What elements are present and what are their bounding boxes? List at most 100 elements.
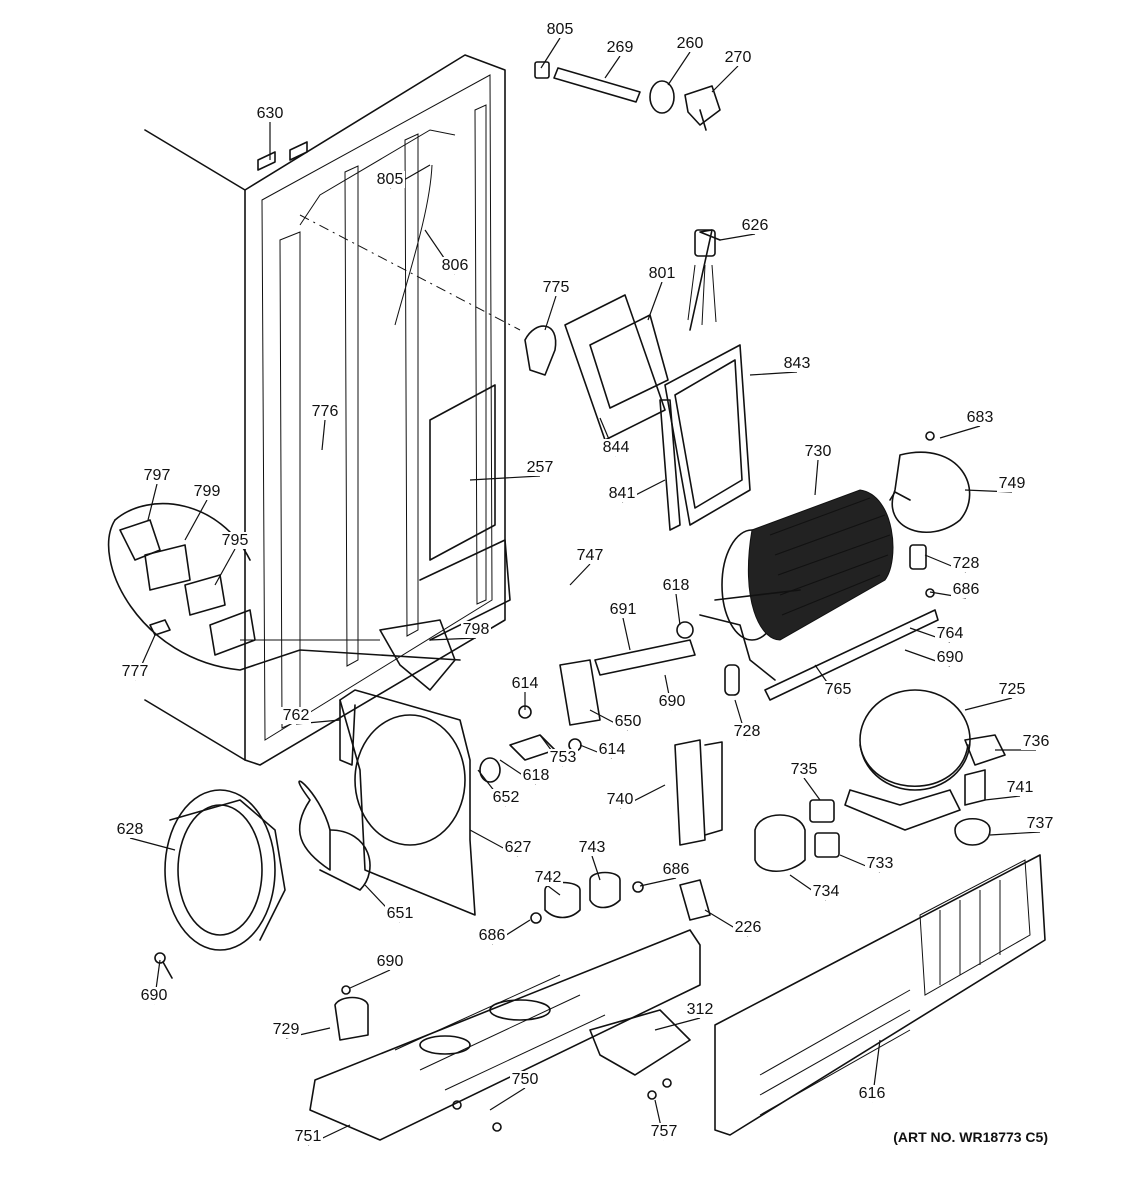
callout-801: 801 <box>647 265 677 321</box>
label-background <box>661 861 691 878</box>
leader-line <box>489 1087 526 1111</box>
label-background <box>503 839 533 856</box>
leader-line <box>214 548 236 586</box>
callout-742: 742 <box>533 869 563 896</box>
callout-730: 730 <box>803 443 833 496</box>
part-number-label: 736 <box>1023 733 1050 750</box>
callout-651: 651 <box>364 884 415 923</box>
label-background <box>385 905 415 922</box>
callout-733: 733 <box>839 854 895 873</box>
label-background <box>657 693 687 710</box>
part-number-label: 270 <box>725 49 752 66</box>
part-number-label: 743 <box>579 839 606 856</box>
part-number-label: 729 <box>273 1021 300 1038</box>
label-background <box>271 1021 301 1038</box>
label-background <box>608 601 638 618</box>
part-number-label: 614 <box>512 675 539 692</box>
label-background <box>803 443 833 460</box>
part-number-label: 730 <box>805 443 832 460</box>
label-background <box>951 555 981 572</box>
label-background <box>733 919 763 936</box>
part-number-label: 614 <box>599 741 626 758</box>
label-background <box>120 663 150 680</box>
label-background <box>139 987 169 1004</box>
label-background <box>811 883 841 900</box>
callout-765: 765 <box>814 664 853 699</box>
label-background <box>525 459 555 476</box>
part-number-label: 683 <box>967 409 994 426</box>
label-background <box>510 675 540 692</box>
part-number-label: 686 <box>479 927 506 944</box>
callout-776: 776 <box>310 403 340 451</box>
callout-257: 257 <box>469 459 555 481</box>
cabinet-back-panel <box>144 54 521 766</box>
callout-741: 741 <box>984 779 1035 801</box>
leader-line <box>429 637 477 641</box>
callout-270: 270 <box>711 49 753 93</box>
callout-841: 841 <box>607 479 666 503</box>
label-background <box>685 1001 715 1018</box>
callout-728: 728 <box>732 699 762 741</box>
callout-618: 618 <box>661 577 691 626</box>
callout-844: 844 <box>599 417 631 457</box>
callout-690: 690 <box>139 959 169 1005</box>
callout-627: 627 <box>469 829 533 857</box>
leader-line <box>622 617 631 651</box>
part-number-label: 749 <box>999 475 1026 492</box>
callout-751: 751 <box>293 1124 351 1146</box>
part-number-label: 775 <box>543 279 570 296</box>
callout-686: 686 <box>477 919 531 945</box>
label-background <box>605 39 635 56</box>
part-number-label: 805 <box>377 171 404 188</box>
part-number-label: 616 <box>859 1085 886 1102</box>
label-background <box>545 21 575 38</box>
label-background <box>935 625 965 642</box>
label-background <box>533 869 563 886</box>
fan-assembly <box>164 621 696 951</box>
part-number-label: 690 <box>141 987 168 1004</box>
part-number-label: 841 <box>609 485 636 502</box>
label-background <box>548 749 578 766</box>
part-number-label: 728 <box>734 723 761 740</box>
callout-683: 683 <box>939 409 995 439</box>
callout-798: 798 <box>429 621 491 641</box>
callout-725: 725 <box>964 681 1027 711</box>
label-background <box>281 707 311 724</box>
callout-614: 614 <box>510 675 540 710</box>
part-number-label: 618 <box>663 577 690 594</box>
leader-line <box>675 593 681 626</box>
callout-795: 795 <box>214 532 250 586</box>
part-number-label: 650 <box>615 713 642 730</box>
part-number-label: 797 <box>144 467 171 484</box>
callout-691: 691 <box>608 601 638 651</box>
label-background <box>142 467 172 484</box>
callout-775: 775 <box>541 279 571 331</box>
callout-618: 618 <box>499 759 551 785</box>
leader-line <box>639 877 677 887</box>
callout-690: 690 <box>349 953 405 989</box>
leader-line <box>184 499 208 541</box>
callout-686: 686 <box>929 581 981 599</box>
part-number-label: 651 <box>387 905 414 922</box>
part-number-label: 728 <box>953 555 980 572</box>
part-number-label: 690 <box>937 649 964 666</box>
callout-843: 843 <box>749 355 812 376</box>
control-board-group <box>524 229 751 531</box>
label-background <box>375 953 405 970</box>
part-number-label: 627 <box>505 839 532 856</box>
callout-630: 630 <box>255 105 285 160</box>
callout-269: 269 <box>604 39 635 79</box>
callout-805: 805 <box>540 21 575 69</box>
leader-line <box>654 1017 701 1031</box>
label-background <box>935 649 965 666</box>
part-number-label: 740 <box>607 791 634 808</box>
callout-735: 735 <box>789 761 821 801</box>
callout-628: 628 <box>115 821 176 851</box>
callout-734: 734 <box>789 874 841 901</box>
leader-line <box>547 885 561 896</box>
label-background <box>607 485 637 502</box>
label-background <box>575 547 605 564</box>
part-number-label: 690 <box>377 953 404 970</box>
